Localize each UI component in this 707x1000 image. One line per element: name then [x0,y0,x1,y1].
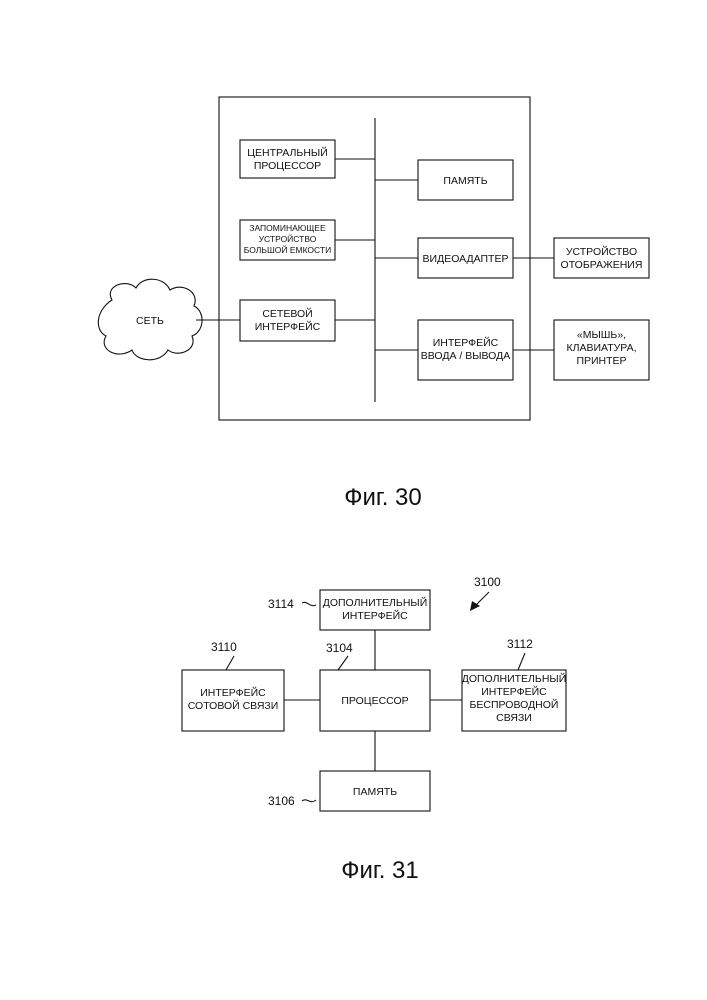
display-label-2: ОТОБРАЖЕНИЯ [561,259,643,271]
ref-mem: 3106 [268,794,295,808]
memory-label: ПАМЯТЬ [443,175,487,187]
cpu-box [240,140,335,178]
ref-wireless-leader [518,653,525,670]
video-label: ВИДЕОАДАПТЕР [423,253,509,265]
fig30-caption: Фиг. 30 [344,484,422,511]
ref-proc-leader [338,656,348,670]
ref-cell: 3110 [211,640,237,654]
cpu-label-1: ЦЕНТРАЛЬНЫЙ [247,146,328,159]
fig31-diagram: 3100 ДОПОЛНИТЕЛЬНЫЙ ИНТЕРФЕЙС 3114 ПРОЦЕ… [182,575,566,884]
ref-aux-leader [302,602,316,605]
fig30-diagram: ЦЕНТРАЛЬНЫЙ ПРОЦЕССОР ЗАПОМИНАЮЩЕЕ УСТРО… [98,97,649,511]
network-label: СЕТЬ [136,315,164,327]
net-if-label-1: СЕТЕВОЙ [262,307,312,320]
ref-mem-leader [302,800,316,802]
ref-proc: 3104 [326,641,353,655]
cpu-label-2: ПРОЦЕССОР [254,160,321,172]
wireless-if-label-4: СВЯЗИ [496,712,532,724]
wireless-if-label-1: ДОПОЛНИТЕЛЬНЫЙ [462,672,567,685]
display-box [554,238,649,278]
io-label-2: ВВОДА / ВЫВОДА [421,350,510,362]
storage-label-1: ЗАПОМИНАЮЩЕЕ [249,223,326,233]
peripherals-label-2: КЛАВИАТУРА, [566,342,636,354]
processor-label: ПРОЦЕССОР [341,695,408,707]
display-label-1: УСТРОЙСТВО [566,245,637,258]
peripherals-label-1: «МЫШЬ», [577,329,626,341]
fig31-caption: Фиг. 31 [341,857,419,884]
ref-aux: 3114 [268,597,294,611]
ref-cell-leader [226,656,234,670]
memory31-label: ПАМЯТЬ [353,786,397,798]
wireless-if-label-3: БЕСПРОВОДНОЙ [470,698,559,711]
storage-label-3: БОЛЬШОЙ ЕМКОСТИ [244,244,331,255]
io-label-1: ИНТЕРФЕЙС [433,336,499,349]
wireless-if-label-2: ИНТЕРФЕЙС [481,685,547,698]
ref-system: 3100 [474,575,501,589]
cell-if-label-1: ИНТЕРФЕЙС [200,686,266,699]
ref-wireless: 3112 [507,637,533,651]
peripherals-label-3: ПРИНТЕР [576,355,626,367]
storage-label-2: УСТРОЙСТВО [259,233,317,244]
aux-if-label-1: ДОПОЛНИТЕЛЬНЫЙ [323,596,428,609]
cell-if-label-2: СОТОВОЙ СВЯЗИ [188,699,279,712]
net-if-label-2: ИНТЕРФЕЙС [255,320,321,333]
aux-if-label-2: ИНТЕРФЕЙС [342,609,408,622]
